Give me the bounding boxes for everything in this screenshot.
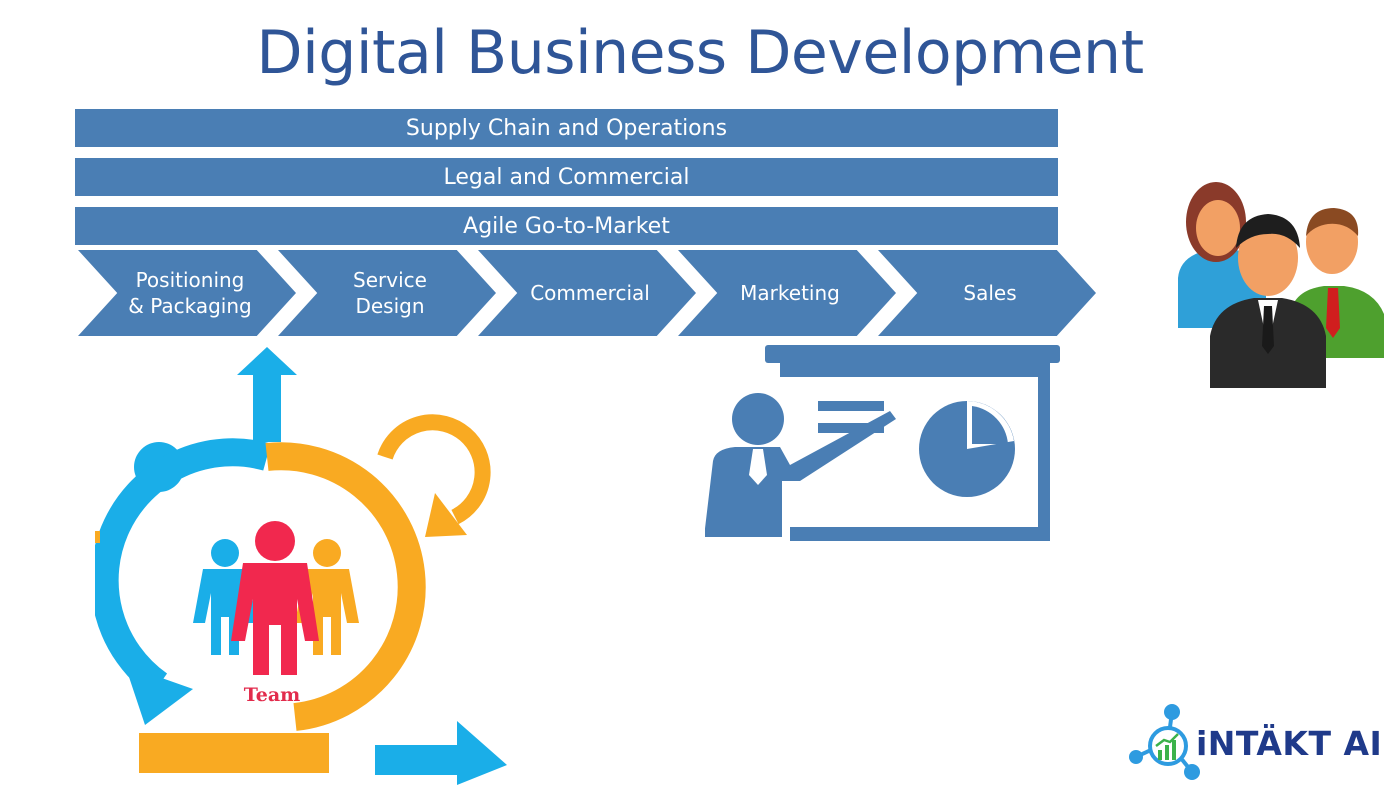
orange-loop-arrowhead-icon bbox=[425, 493, 467, 537]
brand-logo-icon bbox=[1129, 704, 1200, 780]
page-title: Digital Business Development bbox=[256, 18, 1144, 88]
stage-sales: Sales bbox=[878, 250, 1096, 336]
business-people-icon bbox=[1178, 182, 1384, 388]
stage-commercial: Commercial bbox=[478, 250, 696, 336]
agile-cycle-icon bbox=[95, 347, 507, 785]
stage-marketing: Marketing bbox=[678, 250, 896, 336]
orange-arc-icon bbox=[265, 442, 426, 731]
blue-arc-icon bbox=[95, 438, 271, 697]
brand-name: iNTÄKT AI bbox=[1196, 724, 1383, 763]
presenter-icon bbox=[705, 345, 1060, 541]
bar-legal-commercial: Legal and Commercial bbox=[75, 158, 1058, 196]
stage-service-design: Service Design bbox=[278, 250, 496, 336]
up-arrow-icon bbox=[237, 347, 297, 442]
blue-arrowhead-icon bbox=[125, 665, 193, 725]
team-label: Team bbox=[243, 684, 301, 706]
stage-positioning-packaging: Positioning & Packaging bbox=[78, 250, 296, 336]
bar-supply-chain: Supply Chain and Operations bbox=[75, 109, 1058, 147]
bar-agile-go-to-market: Agile Go-to-Market bbox=[75, 207, 1058, 245]
orange-loop-icon bbox=[377, 414, 491, 525]
team-people-icon bbox=[193, 521, 359, 675]
orange-bar-icon bbox=[139, 733, 329, 773]
right-arrow-icon bbox=[375, 721, 507, 785]
